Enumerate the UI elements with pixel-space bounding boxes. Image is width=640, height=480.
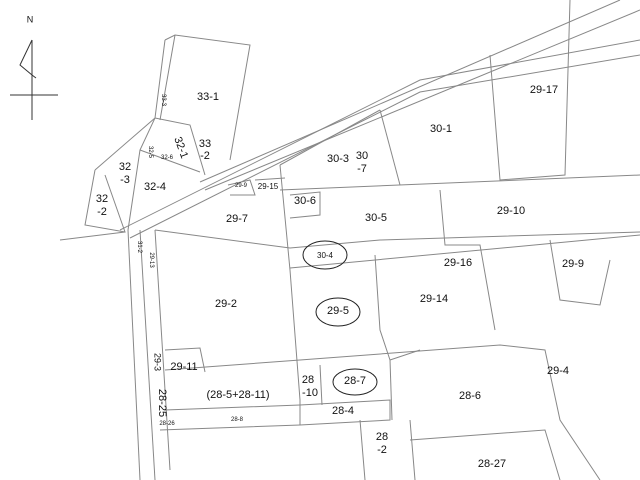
- parcel-32-6: 32-6: [160, 154, 174, 161]
- parcel-29-11: 29-11: [170, 361, 198, 374]
- parcel-28-26: 28-26: [159, 420, 175, 427]
- parcel-30-4: 30-4: [316, 250, 334, 260]
- parcel-28-4: 28-4: [331, 405, 355, 418]
- parcel-32-2-top: 32: [95, 193, 109, 206]
- north-arrow: [10, 39, 58, 120]
- parcel-30-7-top: 30: [355, 150, 369, 163]
- parcel-28-2-bottom: -2: [377, 444, 387, 457]
- parcel-32-3-bottom: -3: [120, 174, 130, 187]
- parcel-33-3: 33-3: [160, 93, 167, 107]
- parcel-29-10: 29-10: [496, 205, 526, 218]
- parcel-29-16: 29-16: [443, 257, 473, 270]
- parcel-32-3-top: 32: [118, 161, 132, 174]
- parcel-29-5: 29-5: [326, 305, 350, 318]
- north-label: N: [26, 14, 34, 25]
- parcel-30-7-bottom: -7: [357, 163, 367, 176]
- parcel-32-4: 32-4: [143, 181, 167, 194]
- parcel-29-7: 29-7: [225, 213, 249, 226]
- parcel-29-17: 29-17: [529, 84, 559, 97]
- parcel-30-1: 30-1: [429, 123, 453, 136]
- parcel-29-14: 29-14: [419, 293, 449, 306]
- parcel-30-6: 30-6: [293, 195, 317, 208]
- parcel-28-2-top: 28: [375, 431, 389, 444]
- parcel-28-8: 28-8: [230, 416, 244, 423]
- parcel-29-3: 29-3: [152, 352, 163, 372]
- parcel-30-5: 30-5: [364, 212, 388, 225]
- parcel-28-10-top: 28: [301, 374, 315, 387]
- parcel-29-13: 29-13: [148, 252, 155, 268]
- parcel-29-9-small: 29-9: [234, 182, 248, 189]
- parcel-28-7: 28-7: [343, 375, 367, 388]
- parcel-33-2-top: 33: [198, 138, 212, 151]
- parcel-29-15: 29-15: [257, 181, 279, 191]
- parcel-29-2: 29-2: [214, 298, 238, 311]
- parcel-28-10-bottom: -10: [302, 387, 318, 400]
- parcel-32-5: 32-5: [147, 145, 154, 159]
- parcel-30-3: 30-3: [326, 153, 350, 166]
- parcel-33-2-bottom: -2: [200, 150, 210, 163]
- parcel-31-2: 31-2: [136, 240, 143, 254]
- parcel-29-4: 29-4: [546, 365, 570, 378]
- parcel-33-1: 33-1: [196, 91, 220, 104]
- parcel-28-6: 28-6: [458, 390, 482, 403]
- parcel-28-5-28-11: (28-5+28-11): [206, 389, 270, 402]
- parcel-28-25: 28-25: [155, 388, 168, 418]
- parcel-29-9: 29-9: [561, 258, 585, 271]
- parcel-28-27: 28-27: [477, 458, 507, 471]
- parcel-32-2-bottom: -2: [97, 206, 107, 219]
